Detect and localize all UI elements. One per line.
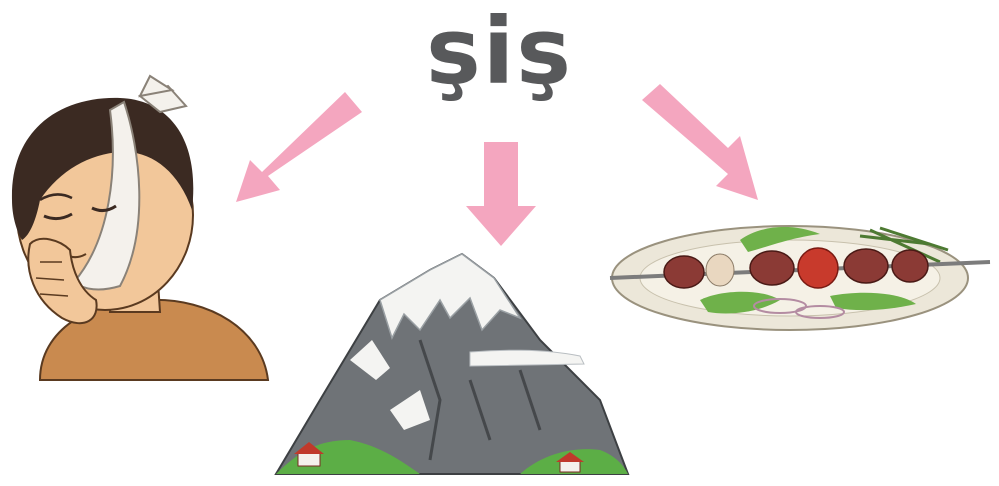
mountain-icon xyxy=(276,254,628,474)
arrow-left xyxy=(236,92,362,202)
boy-toothache-icon xyxy=(12,76,268,380)
arrow-right xyxy=(642,84,758,200)
kebab-plate-icon xyxy=(610,226,990,330)
arrow-down xyxy=(466,142,536,246)
